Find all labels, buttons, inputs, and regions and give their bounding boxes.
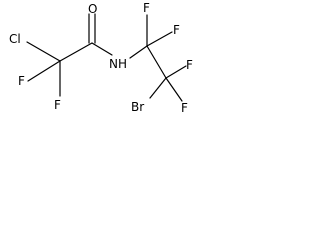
bond-c4-f5 [165, 65, 187, 79]
atom-f-left: F [18, 74, 25, 88]
bond-n-c3 [129, 45, 148, 59]
atom-f-top: F [143, 1, 150, 15]
atom-o: O [88, 2, 97, 16]
bond-c1-c2 [59, 42, 93, 62]
atom-f-upper-right: F [173, 23, 180, 37]
atom-f-bottom-right: F [181, 101, 188, 115]
bond-c1-cl [26, 41, 61, 62]
bond-c4-f6 [165, 77, 183, 102]
atom-labels: Cl F F O NH F F F F Br [9, 1, 193, 115]
atom-br: Br [131, 100, 144, 114]
chemical-structure: Cl F F O NH F F F F Br [9, 1, 193, 115]
atom-f-bottom: F [54, 98, 61, 112]
atom-cl: Cl [9, 32, 21, 46]
bond-c3-c4 [146, 45, 167, 79]
bond-c3-f4 [146, 31, 173, 47]
bond-c1-f1 [27, 60, 61, 82]
bond-c4-br [149, 77, 167, 99]
bonds [26, 13, 187, 102]
atom-nh: NH [109, 57, 127, 71]
atom-f-right: F [186, 58, 193, 72]
bond-c2-n [91, 42, 113, 56]
